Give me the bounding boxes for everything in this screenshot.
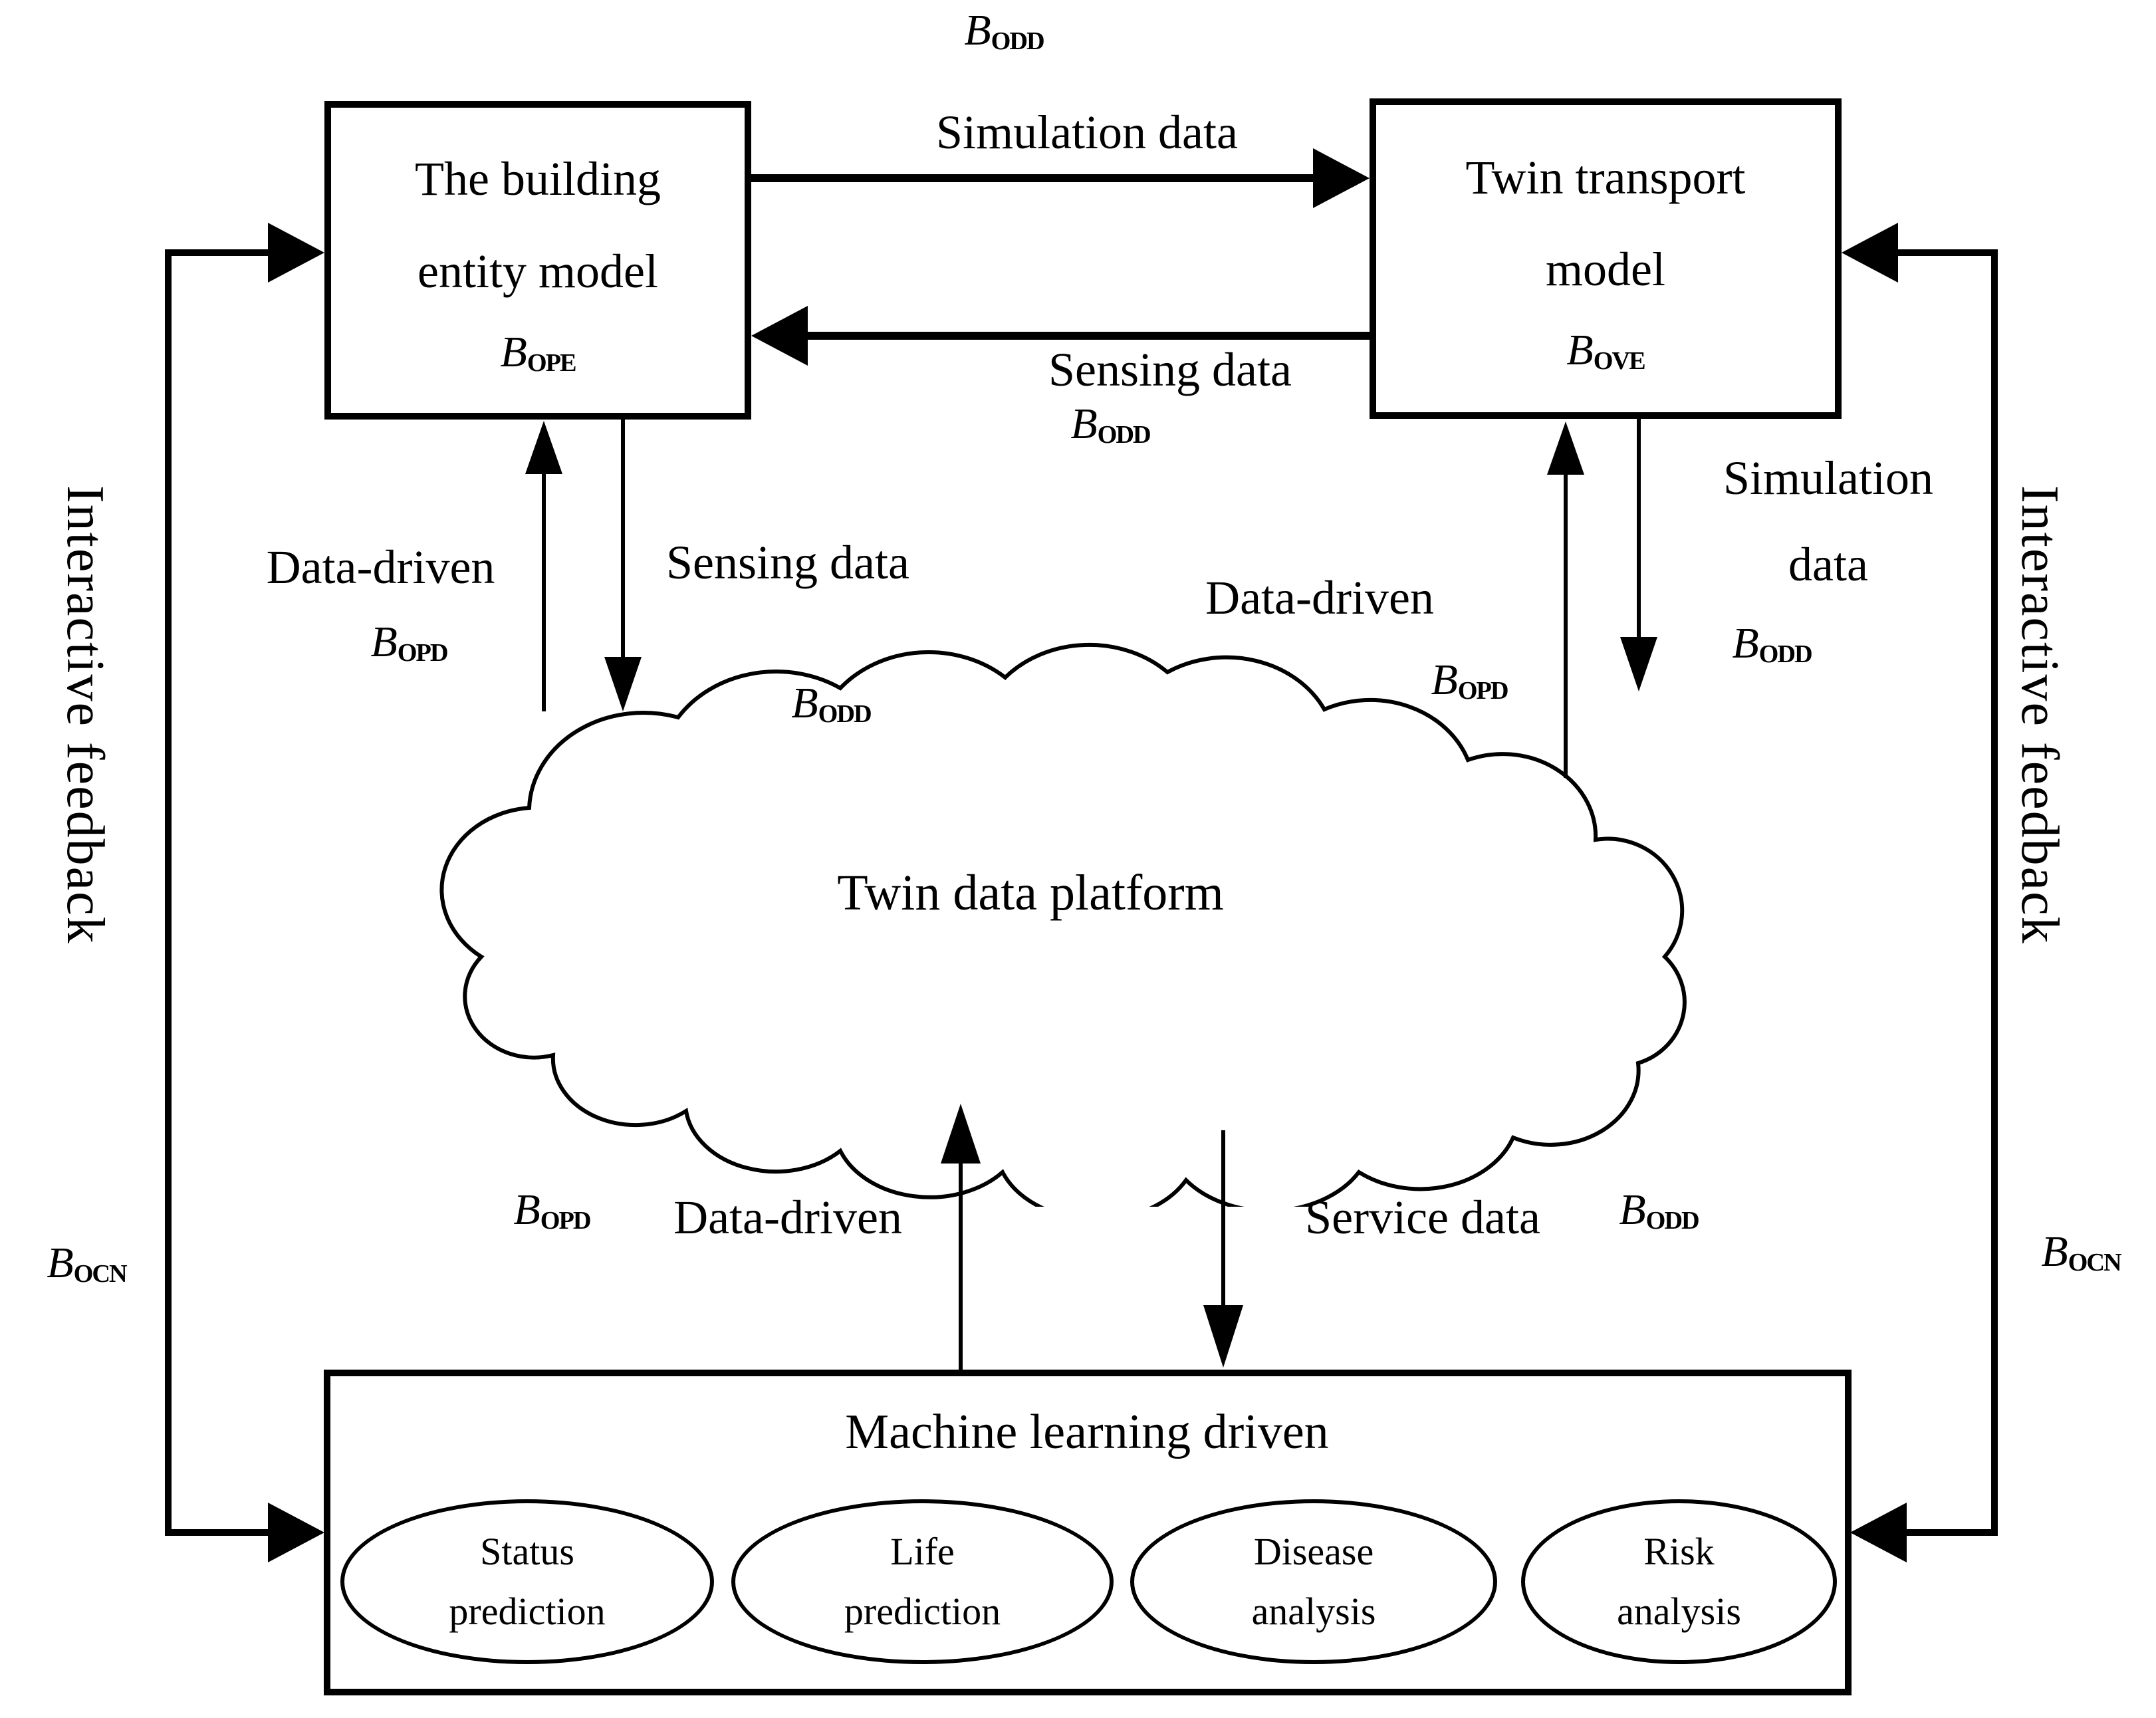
cloud-label: Twin data platform [837,865,1224,921]
b-sub: OPD [540,1206,592,1235]
bottom-data-driven-label: Data-driven [673,1191,902,1244]
building-box-line2: entity model [418,244,658,298]
b-base: B [370,618,398,666]
left-down-arrow-shaft [621,420,625,659]
b-sub: OPE [527,348,577,377]
b-sub: OPD [397,638,449,667]
bottom-b-odd-label: BODD [1589,1185,1729,1235]
b-sub: OCN [2068,1248,2122,1277]
ellipse-line1: Life [890,1530,955,1574]
left-down-arrow-head [604,657,642,711]
sensing-arrow-head [751,306,808,366]
right-simulation-data-label: Simulation data [1675,435,1981,608]
right-interactive-feedback-label: Interactive feedback [2010,485,2069,945]
top-b-odd-label: BODD [931,5,1077,56]
ellipse-status-prediction: Status prediction [340,1499,714,1664]
ellipse-line1: Risk [1643,1530,1715,1574]
ellipse-line1: Status [480,1530,574,1574]
b-base: B [1566,326,1594,375]
left-feedback-bottom-hline [165,1529,269,1536]
ml-box-title: Machine learning driven [845,1405,1329,1459]
b-sub: ODD [1097,420,1151,449]
right-feedback-top-hline [1898,249,1998,256]
sensing-arrow-shaft [808,332,1370,340]
b-base: B [1070,400,1098,448]
b-base: B [2041,1227,2068,1276]
cloud-shape-icon [439,642,1687,1222]
b-sub: OCN [73,1259,128,1288]
bottom-down-arrow-head [1203,1305,1243,1368]
left-b-ocn-label: BOCN [17,1238,156,1288]
building-entity-model-box: The building entity model BOPE [324,101,751,420]
left-interactive-feedback-label: Interactive feedback [56,485,114,945]
b-sub: ODD [1758,640,1813,668]
right-b-opd-label: BOPD [1396,655,1542,705]
b-base: B [964,6,991,55]
ellipse-disease-analysis: Disease analysis [1130,1499,1497,1664]
b-sub: ODD [1645,1206,1700,1235]
left-sensing-data-label: Sensing data [666,536,909,589]
service-data-label: Service data [1305,1191,1540,1244]
bottom-up-arrow-shaft [959,1160,963,1370]
building-box-line1: The building [415,152,661,206]
b-sub: ODD [991,27,1045,55]
right-simulation-line2: data [1788,537,1868,591]
right-up-arrow-head [1547,422,1584,475]
left-b-odd-label: BODD [751,678,911,729]
building-box-b-ope: BOPE [500,317,577,388]
simulation-data-arrow-label: Simulation data [936,106,1238,159]
left-up-arrow-shaft [542,472,546,711]
ellipse-line2: prediction [844,1590,1001,1633]
b-base: B [500,327,527,376]
twin-transport-model-box: Twin transport model BOVE [1370,98,1842,419]
bottom-down-arrow-shaft [1221,1130,1225,1310]
right-feedback-bottom-hline [1907,1529,1998,1536]
ellipse-line2: prediction [449,1590,606,1633]
right-b-odd-label: BODD [1695,618,1848,669]
bottom-up-arrow-head [941,1104,981,1164]
right-up-arrow-shaft [1564,473,1568,778]
right-b-ocn-label: BOCN [2011,1227,2151,1277]
transport-box-line2: model [1546,243,1665,297]
right-down-arrow-shaft [1637,419,1641,638]
left-b-opd-label: BOPD [336,617,482,668]
b-sub: ODD [818,699,872,728]
ellipse-risk-analysis: Risk analysis [1521,1499,1837,1664]
left-feedback-top-hline [165,249,269,256]
simulation-arrow-head [1313,148,1370,208]
right-feedback-vline [1991,249,1998,1536]
twin-data-platform-cloud [399,622,1755,1222]
right-down-arrow-head [1620,637,1657,691]
b-sub: OVE [1593,347,1646,376]
right-simulation-line1: Simulation [1723,451,1934,505]
left-up-arrow-head [525,421,562,474]
b-base: B [513,1185,540,1234]
ellipse-line2: analysis [1617,1590,1741,1633]
sensing-arrow-b-odd: BODD [1040,399,1180,449]
ellipse-line2: analysis [1251,1590,1376,1633]
b-base: B [1431,656,1458,704]
b-base: B [791,679,818,727]
transport-box-line1: Twin transport [1465,150,1746,204]
left-feedback-bottom-arrow-head [268,1503,324,1562]
transport-box-b-ove: BOVE [1566,315,1646,386]
sensing-data-arrow-label: Sensing data [1048,343,1292,396]
ellipse-life-prediction: Life prediction [731,1499,1114,1664]
right-feedback-top-arrow-head [1842,223,1898,283]
bottom-b-opd-label: BOPD [479,1185,625,1235]
ellipse-line1: Disease [1253,1530,1374,1574]
b-base: B [1732,619,1759,668]
simulation-arrow-shaft [751,174,1313,182]
b-base: B [1619,1185,1646,1234]
left-feedback-top-arrow-head [268,223,324,283]
left-data-driven-label: Data-driven [266,541,495,594]
b-sub: OPD [1457,676,1509,705]
left-feedback-vline [165,249,172,1536]
b-base: B [47,1239,74,1287]
right-feedback-bottom-arrow-head [1850,1503,1907,1562]
right-data-driven-label: Data-driven [1205,571,1434,624]
